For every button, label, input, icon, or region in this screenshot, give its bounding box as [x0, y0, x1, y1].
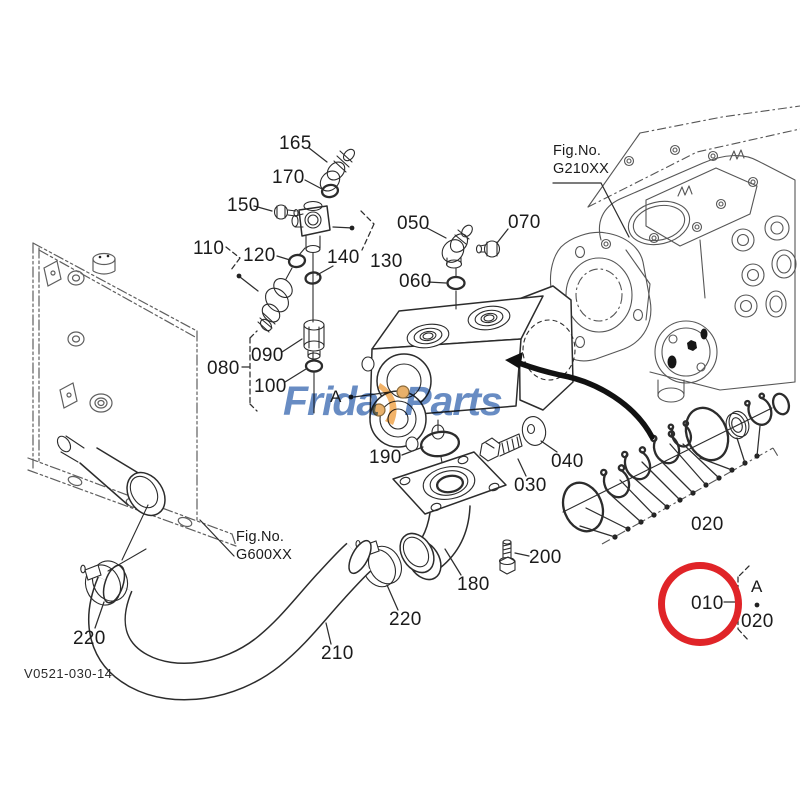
- brand-stamp-icon: [677, 185, 693, 197]
- fig-ref-line: Fig.No.: [553, 143, 602, 159]
- pump-stud: [396, 385, 410, 399]
- case-bolts: [600, 144, 759, 250]
- brand-stamp-icon: [729, 149, 745, 161]
- callout-080: 080: [207, 358, 240, 379]
- drawing-code: V0521-030-14: [24, 666, 113, 681]
- callout-110: 110: [193, 238, 225, 259]
- callout-170: 170: [272, 167, 305, 188]
- snap-ring-set: [561, 392, 791, 545]
- fig-ref-line: G600XX: [236, 547, 293, 564]
- callout-100: 100: [254, 376, 287, 397]
- callout-180: 180: [457, 574, 490, 595]
- fig-ref-line: Fig.No.: [236, 529, 285, 545]
- callout-020: 020: [691, 514, 724, 535]
- tank-outlet-port: [56, 435, 166, 561]
- callout-130: 130: [370, 251, 403, 272]
- fig-ref-g600xx: Fig.No. G600XX: [236, 528, 292, 564]
- bolt-200: [498, 539, 516, 575]
- hose-210: [80, 539, 372, 701]
- callout-030: 030: [514, 475, 547, 496]
- bolt-030: [479, 433, 523, 462]
- callout-070: 070: [508, 212, 541, 233]
- transmission-case: [549, 105, 800, 403]
- callout-200: 200: [529, 547, 562, 568]
- callout-220-right: 220: [389, 609, 422, 630]
- callout-165: 165: [279, 133, 312, 154]
- highlight-circle: [658, 562, 742, 646]
- callout-210: 210: [321, 643, 354, 664]
- bracket-callout-020: 020: [741, 611, 774, 632]
- callout-140: 140: [327, 247, 360, 268]
- callout-090: 090: [251, 345, 284, 366]
- callout-150: 150: [227, 195, 260, 216]
- fig-ref-g210xx: Fig.No. G210XX: [553, 142, 609, 178]
- pump-stud: [372, 403, 386, 417]
- assembly-direction-arrow: [505, 352, 655, 440]
- callout-120: 120: [243, 245, 276, 266]
- hydraulic-tank-outline: [27, 242, 237, 547]
- hose-clamp-left: [80, 548, 147, 606]
- callout-060: 060: [399, 271, 432, 292]
- callout-190: 190: [369, 447, 402, 468]
- callout-050: 050: [397, 213, 430, 234]
- callout-010-highlighted: 010: [691, 593, 724, 614]
- elbow-flange-assembly: [355, 416, 547, 588]
- fitting-group-right: [441, 224, 501, 310]
- fitting-group-left: [257, 148, 356, 414]
- view-marker-a: A: [330, 387, 342, 406]
- bracket-marker-a: A: [751, 577, 763, 596]
- callout-040: 040: [551, 451, 584, 472]
- fig-ref-line: G210XX: [553, 161, 610, 178]
- callout-220-left: 220: [73, 628, 106, 649]
- washer-040: [521, 416, 547, 446]
